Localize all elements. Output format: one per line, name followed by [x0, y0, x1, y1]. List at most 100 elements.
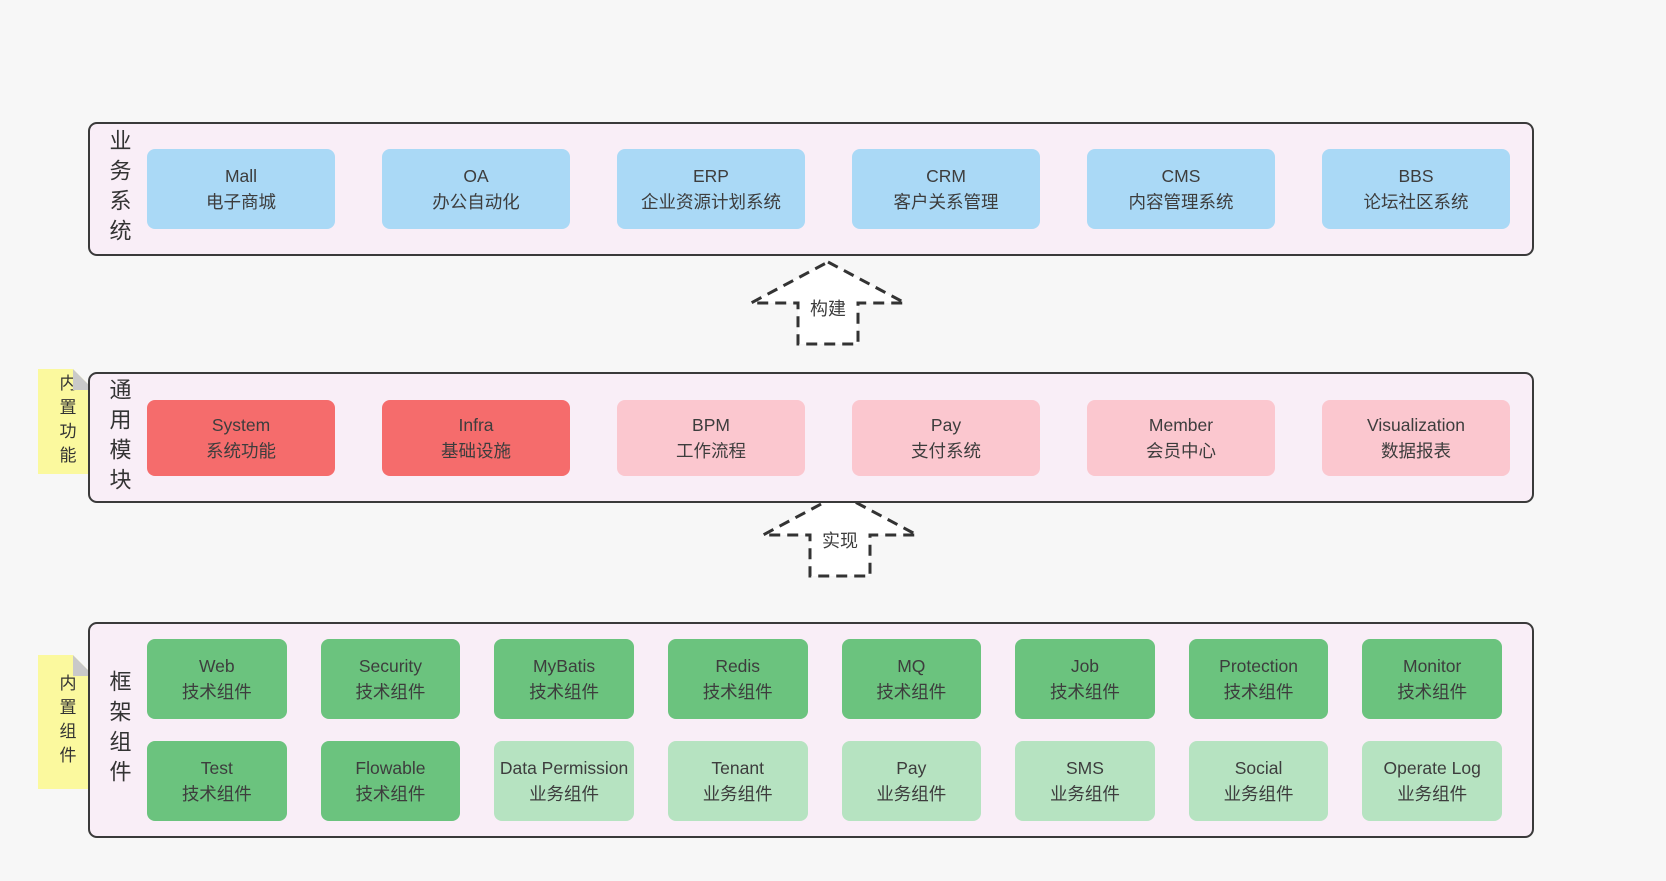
- box-name: System: [211, 414, 271, 435]
- box-desc: 客户关系管理: [893, 192, 999, 212]
- box-name: ERP: [693, 166, 729, 186]
- box-desc: 业务组件: [702, 784, 773, 804]
- box-desc: 技术组件: [355, 682, 426, 702]
- box-desc: 业务组件: [1223, 784, 1294, 804]
- box-desc: 业务组件: [529, 784, 600, 804]
- box-desc: 技术组件: [702, 682, 773, 702]
- box-web: Web 技术组件: [147, 639, 287, 719]
- box-name: Redis: [715, 656, 761, 676]
- box-desc: 数据报表: [1381, 440, 1451, 461]
- box-desc: 技术组件: [181, 682, 252, 702]
- box-data-permission: Data Permission 业务组件: [494, 741, 634, 821]
- box-name: Web: [198, 656, 235, 676]
- box-desc: 技术组件: [355, 784, 426, 804]
- modules-layer-label: 通用模块: [106, 377, 132, 498]
- components-layer-label: 框架组件: [106, 670, 132, 790]
- box-name: SMS: [1065, 758, 1104, 778]
- box-desc: 企业资源计划系统: [641, 192, 781, 212]
- up-arrow-icon: [762, 492, 918, 578]
- box-desc: 办公自动化: [432, 192, 520, 212]
- box-oa: OA 办公自动化: [382, 149, 570, 229]
- box-name: Social: [1234, 758, 1283, 778]
- business-layer-label: 业务系统: [106, 129, 132, 249]
- box-name: Tenant: [711, 758, 764, 778]
- box-redis: Redis 技术组件: [667, 639, 808, 719]
- up-arrow-icon: [750, 260, 906, 346]
- box-visualization: Visualization 数据报表: [1322, 399, 1510, 476]
- implement-arrow-label: 实现: [822, 531, 858, 551]
- box-mall: Mall 电子商城: [147, 149, 335, 229]
- note-modules-label: 内置功能: [56, 373, 76, 470]
- box-desc: 技术组件: [876, 682, 947, 702]
- box-name: Test: [200, 758, 233, 778]
- sticky-note-built-in-features: 内置功能: [38, 369, 94, 474]
- box-pay: Pay 业务组件: [841, 741, 982, 821]
- box-name: Operate Log: [1383, 758, 1481, 778]
- implement-arrow: 实现: [762, 492, 918, 578]
- box-cms: CMS 内容管理系统: [1087, 149, 1275, 229]
- box-name: MyBatis: [532, 656, 596, 676]
- box-social: Social 业务组件: [1188, 741, 1329, 821]
- box-desc: 技术组件: [1049, 682, 1120, 702]
- box-pay: Pay 支付系统: [852, 399, 1040, 476]
- box-name: Monitor: [1403, 656, 1462, 676]
- box-system: System 系统功能: [147, 399, 335, 476]
- box-erp: ERP 企业资源计划系统: [617, 149, 805, 229]
- box-desc: 业务组件: [876, 784, 947, 804]
- box-desc: 技术组件: [1397, 682, 1468, 702]
- box-name: OA: [463, 166, 489, 186]
- box-name: Security: [358, 656, 423, 676]
- build-arrow-label: 构建: [810, 299, 846, 319]
- box-member: Member 会员中心: [1087, 399, 1275, 476]
- sticky-note-built-in-components: 内置组件: [38, 655, 94, 789]
- box-name: Member: [1148, 414, 1214, 435]
- box-name: Infra: [458, 414, 494, 435]
- box-flowable: Flowable 技术组件: [320, 741, 461, 821]
- box-operate-log: Operate Log 业务组件: [1362, 741, 1502, 821]
- box-name: Pay: [930, 414, 962, 435]
- box-desc: 系统功能: [206, 440, 276, 461]
- box-desc: 业务组件: [1397, 784, 1468, 804]
- box-desc: 工作流程: [676, 440, 746, 461]
- box-desc: 业务组件: [1049, 784, 1120, 804]
- box-desc: 技术组件: [181, 784, 252, 804]
- box-mq: MQ 技术组件: [841, 639, 982, 719]
- box-desc: 技术组件: [1223, 682, 1294, 702]
- box-test: Test 技术组件: [147, 741, 287, 821]
- box-name: BBS: [1398, 166, 1434, 186]
- box-bbs: BBS 论坛社区系统: [1322, 149, 1510, 229]
- box-monitor: Monitor 技术组件: [1362, 639, 1502, 719]
- box-infra: Infra 基础设施: [382, 399, 570, 476]
- box-name: Data Permission: [499, 758, 629, 778]
- box-name: Flowable: [355, 758, 426, 778]
- box-desc: 会员中心: [1146, 440, 1216, 461]
- box-name: CMS: [1161, 166, 1201, 186]
- box-desc: 论坛社区系统: [1363, 192, 1469, 212]
- box-desc: 支付系统: [911, 440, 981, 461]
- box-name: Pay: [896, 758, 927, 778]
- box-name: MQ: [897, 656, 926, 676]
- note-components-label: 内置组件: [56, 674, 76, 770]
- box-name: Visualization: [1367, 414, 1465, 435]
- box-sms: SMS 业务组件: [1015, 741, 1155, 821]
- box-desc: 内容管理系统: [1128, 192, 1234, 212]
- box-name: Mall: [224, 166, 258, 186]
- build-arrow: 构建: [750, 260, 906, 346]
- box-desc: 技术组件: [529, 682, 600, 702]
- box-tenant: Tenant 业务组件: [667, 741, 808, 821]
- box-security: Security 技术组件: [320, 639, 461, 719]
- box-desc: 基础设施: [441, 440, 511, 461]
- box-protection: Protection 技术组件: [1188, 639, 1329, 719]
- box-name: Protection: [1219, 656, 1298, 676]
- box-desc: 电子商城: [206, 192, 276, 212]
